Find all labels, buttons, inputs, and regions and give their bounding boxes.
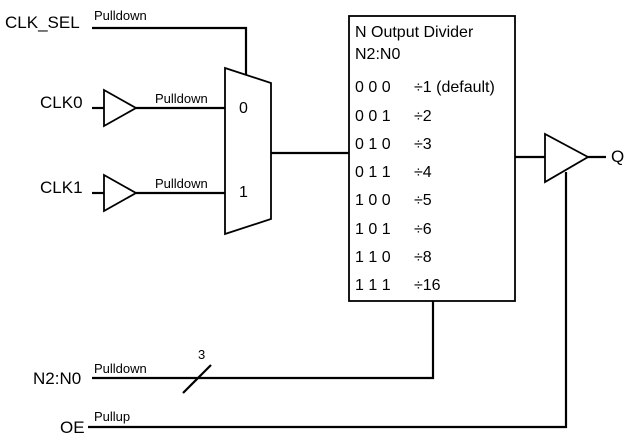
divider-row-ratio: ÷4	[414, 164, 432, 181]
clk0-buffer-icon	[103, 88, 138, 128]
clk1-buffer-icon	[103, 173, 138, 213]
divider-row-code: 0 0 1	[355, 108, 391, 125]
mux-icon	[224, 66, 272, 236]
divider-row-code: 1 1 0	[355, 249, 391, 266]
bus-width-label: 3	[198, 347, 205, 362]
n2n0-pulldown-label: Pulldown	[94, 361, 147, 376]
divider-table: 0 0 0 ÷1 (default) 0 0 1 ÷2 0 1 0 ÷3 0 1…	[355, 79, 495, 294]
divider-row-ratio: ÷2	[414, 108, 432, 125]
divider-row-code: 0 0 0	[355, 79, 391, 96]
divider-row-code: 1 0 0	[355, 192, 391, 209]
clk1-label: CLK1	[40, 178, 83, 197]
q-output-label: Q	[611, 147, 624, 166]
divider-row-ratio: ÷6	[414, 221, 432, 238]
divider-row-ratio: ÷8	[414, 249, 432, 266]
clk-sel-pulldown-label: Pulldown	[94, 8, 147, 23]
divider-row-code: 1 1 1	[355, 277, 391, 294]
oe-label: OE	[60, 418, 85, 437]
n2n0-bus-wire	[92, 301, 435, 380]
divider-box	[348, 15, 516, 302]
divider-subtitle: N2:N0	[355, 46, 400, 63]
divider-row-ratio: ÷5	[414, 192, 432, 209]
mux-input1-label: 1	[239, 184, 248, 201]
clk-sel-label: CLK_SEL	[5, 13, 80, 32]
divider-row-ratio: ÷3	[414, 136, 432, 153]
output-buffer-icon	[544, 132, 590, 184]
divider-row-code: 1 0 1	[355, 221, 391, 238]
clk1-pulldown-label: Pulldown	[155, 176, 208, 191]
clk0-label: CLK0	[40, 93, 83, 112]
divider-row-code: 0 1 0	[355, 136, 391, 153]
divider-row-ratio: ÷16	[414, 277, 441, 294]
bus-width-slash	[182, 364, 212, 394]
oe-wire	[88, 172, 568, 429]
divider-title: N Output Divider	[355, 24, 474, 41]
clk0-pulldown-label: Pulldown	[155, 91, 208, 106]
mux-input0-label: 0	[239, 100, 248, 117]
divider-row-code: 0 1 1	[355, 164, 391, 181]
n2n0-label: N2:N0	[33, 369, 81, 388]
oe-pullup-label: Pullup	[94, 409, 130, 424]
divider-row-ratio: ÷1 (default)	[414, 79, 495, 96]
clk-sel-wire	[92, 26, 248, 83]
